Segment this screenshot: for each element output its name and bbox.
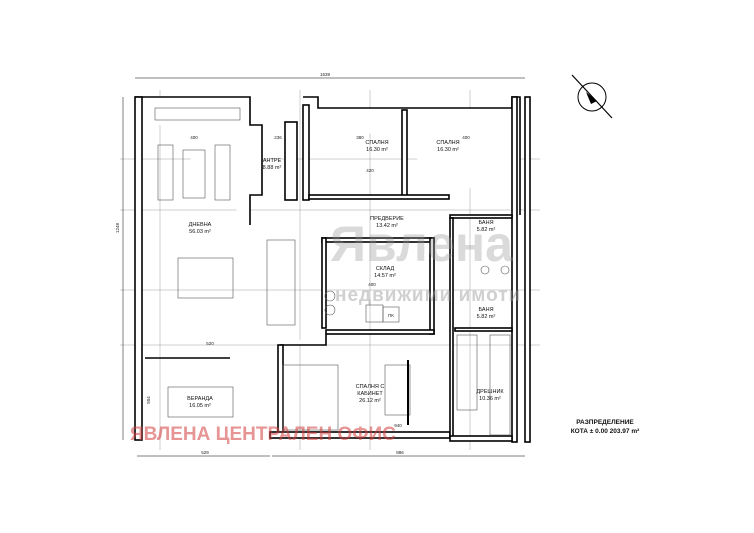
svg-text:16.05 m²: 16.05 m² xyxy=(189,403,211,409)
svg-text:БАНЯ: БАНЯ xyxy=(478,220,493,226)
svg-text:СПАЛНЯ: СПАЛНЯ xyxy=(436,140,459,146)
svg-text:16.30 m²: 16.30 m² xyxy=(366,147,388,153)
svg-text:10.36 m²: 10.36 m² xyxy=(479,396,501,402)
dimension-lines xyxy=(122,77,525,457)
north-arrow-icon xyxy=(571,74,613,119)
dim-living-width: 400 xyxy=(190,135,198,140)
svg-text:56.03 m²: 56.03 m² xyxy=(189,229,211,235)
svg-text:26.12 m²: 26.12 m² xyxy=(359,398,381,404)
pk-label: ПК xyxy=(388,313,394,318)
svg-text:СПАЛНЯ С: СПАЛНЯ С xyxy=(356,384,385,390)
svg-text:5.82 m²: 5.82 m² xyxy=(477,314,496,320)
summary-title: РАЗПРЕДЕЛЕНИЕ xyxy=(576,419,634,426)
dim-antre-width: 236 xyxy=(274,135,282,140)
svg-text:8.88 m²: 8.88 m² xyxy=(263,165,282,171)
dim-bedroom-depth: 420 xyxy=(366,168,374,173)
dim-veranda-width: 520 xyxy=(206,341,214,346)
svg-text:АНТРЕ: АНТРЕ xyxy=(263,158,282,164)
svg-text:ДНЕВНА: ДНЕВНА xyxy=(189,222,212,228)
svg-text:КАБИНЕТ: КАБИНЕТ xyxy=(357,391,383,397)
summary-level: КОТА ± 0.00 203.97 m² xyxy=(570,428,640,435)
svg-text:БАНЯ: БАНЯ xyxy=(478,307,493,313)
svg-text:СПАЛНЯ: СПАЛНЯ xyxy=(365,140,388,146)
watermark-logo-subtitle: недвижими имоти xyxy=(335,285,522,306)
dim-overall-height: 1248 xyxy=(115,222,120,233)
furniture xyxy=(154,107,511,436)
dim-sklad-width: 400 xyxy=(368,282,376,287)
svg-text:ВЕРАНДА: ВЕРАНДА xyxy=(187,396,213,402)
svg-text:ДРЕШНИК: ДРЕШНИК xyxy=(476,389,504,395)
dim-bedroom2-width: 400 xyxy=(462,135,470,140)
dim-overall-width: 1539 xyxy=(320,72,331,77)
watermark-logo: Явлена xyxy=(330,216,513,272)
svg-text:5.82 m²: 5.82 m² xyxy=(477,227,496,233)
dim-bottom-right: 886 xyxy=(396,450,404,455)
dim-bottom-left: 529 xyxy=(201,450,209,455)
svg-text:14.57 m²: 14.57 m² xyxy=(374,273,396,279)
dim-veranda-depth: 504 xyxy=(146,396,151,404)
dim-kabinet-width: 940 xyxy=(394,423,402,428)
svg-text:СКЛАД: СКЛАД xyxy=(376,266,395,272)
watermark-office: ЯВЛЕНА ЦЕНТРАЛЕН ОФИС xyxy=(130,424,396,445)
area-summary: РАЗПРЕДЕЛЕНИЕ КОТА ± 0.00 203.97 m² xyxy=(555,418,655,436)
svg-text:13.42 m²: 13.42 m² xyxy=(376,223,398,229)
dim-bedroom1-width: 380 xyxy=(356,135,364,140)
svg-text:16.30 m²: 16.30 m² xyxy=(437,147,459,153)
grid-lines xyxy=(120,90,540,450)
svg-text:ПРЕДВЕРИЕ: ПРЕДВЕРИЕ xyxy=(370,216,404,222)
